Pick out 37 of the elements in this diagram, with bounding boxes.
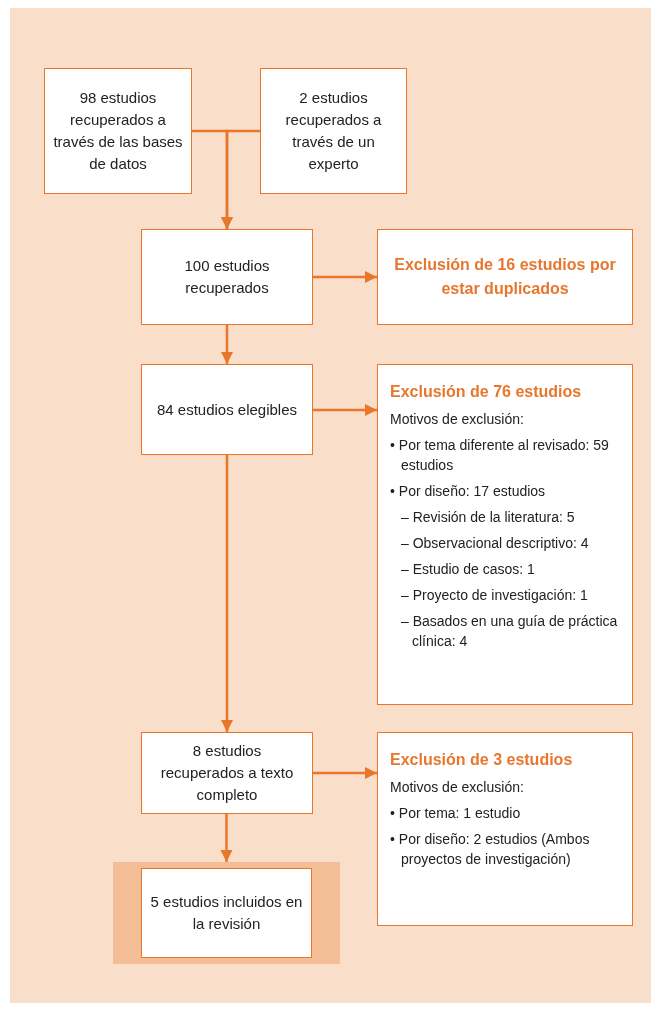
arrow [313,766,377,780]
arrow [220,325,234,364]
process-box [141,732,313,814]
process-box [44,68,192,194]
arrow [313,403,377,417]
list-item: – Estudio de casos: 1 [400,560,536,579]
arrow [220,814,233,862]
list-item: • Por diseño: 2 estudios (Ambos proyectos de investigación) [390,830,591,869]
box-text: Motivos de exclusión: [390,410,525,429]
box-text: 8 estudios recuperados a texto completo [159,741,295,805]
box-text: 98 estudios recuperados a través de las bases de datos [53,88,183,174]
arrow [220,129,260,229]
list-item: • Por tema diferente al revisado: 59 estudios [390,436,610,475]
box-text: Exclusión de 16 estudios por estar duplicados [393,255,617,299]
exclusion-box [377,732,633,926]
list-item: – Revisión de la literatura: 5 [400,508,576,527]
process-box [377,229,633,325]
process-box [141,229,313,325]
box-text: 100 estudios recuperados [183,256,271,298]
box-text: 84 estudios elegibles [156,399,298,420]
list-item: – Proyecto de investigación: 1 [400,586,589,605]
box-heading: Exclusión de 3 estudios [390,750,574,770]
arrow [220,455,234,732]
box-text: 5 estudios incluidos en la revisión [150,892,303,934]
box-heading: Exclusión de 76 estudios [390,382,583,402]
box-text: 2 estudios recuperados a través de un experto [284,88,383,174]
list-item: • Por tema: 1 estudio [390,804,522,823]
list-item: – Observacional descriptivo: 4 [400,534,590,553]
box-text: Motivos de exclusión: [390,778,525,797]
list-item: • Por diseño: 17 estudios [390,482,547,501]
process-box [260,68,407,194]
arrow [313,270,377,284]
process-box [141,868,312,958]
exclusion-box [377,364,633,705]
list-item: – Basados en una guía de práctica clínica: 4 [400,612,619,651]
highlight-band [113,862,340,964]
process-box [141,364,313,455]
